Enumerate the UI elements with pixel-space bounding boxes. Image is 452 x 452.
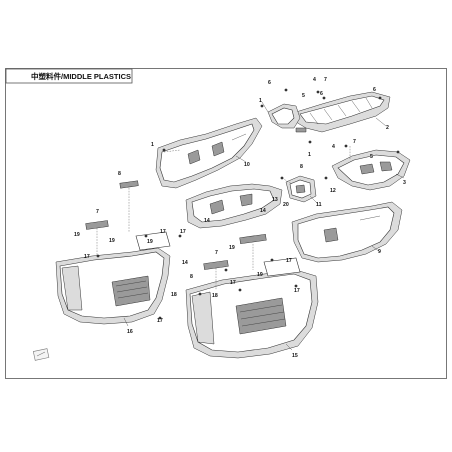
callout-4: 4 [313,77,316,83]
assembly-lines [96,146,351,290]
part-14-center-console [185,183,283,229]
callout-8: 8 [190,274,193,280]
callout-13: 13 [272,197,278,203]
callout-5: 5 [302,93,305,99]
callout-12: 12 [330,188,336,194]
callout-2: 2 [386,125,389,131]
callout-20: 20 [283,202,289,208]
callout-18: 18 [171,292,177,298]
callout-19: 19 [257,272,263,278]
callout-17: 17 [286,258,292,264]
part-9-right-side-panel [291,201,403,263]
part-15-right-footrest [185,257,319,359]
fasteners [96,88,400,320]
callout-6: 6 [320,91,323,97]
part-10-left-trim-panel [155,117,263,189]
leader-lines [123,101,405,351]
callout-8: 8 [300,164,303,170]
part-2-rear-carrier [267,91,391,133]
callout-17: 17 [230,280,236,286]
callout-8: 8 [118,171,121,177]
callout-7: 7 [324,77,327,83]
callout-14: 14 [204,218,210,224]
callout-labels: 1 1 1 2 3 4 4 5 5 6 6 6 7 7 7 7 8 8 8 9 … [74,77,406,359]
part-16-left-footrest [55,231,171,325]
callout-4: 4 [332,144,335,150]
part-3-rear-cover [331,149,411,191]
callout-5: 5 [370,154,373,160]
callout-19: 19 [147,239,153,245]
callout-1: 1 [308,152,311,158]
callout-9: 9 [378,249,381,255]
callout-17: 17 [160,229,166,235]
callout-19: 19 [74,232,80,238]
callout-17: 17 [84,254,90,260]
callout-7: 7 [96,209,99,215]
callout-19: 19 [229,245,235,251]
callout-17: 17 [157,318,163,324]
callout-11: 11 [316,202,322,208]
callout-19: 19 [109,238,115,244]
callout-15: 15 [292,353,298,359]
callout-14: 14 [260,208,266,214]
callout-17: 17 [180,229,186,235]
diagram-frame [5,68,447,379]
diagram-title: 中塑料件/MIDDLE PLASTICS [31,71,131,81]
callout-6: 6 [268,80,271,86]
callout-17: 17 [294,288,300,294]
title-box [5,68,133,84]
callout-1: 1 [259,98,262,104]
part-11-bracket [285,175,317,203]
callout-6: 6 [373,87,376,93]
callout-3: 3 [403,180,406,186]
callout-7: 7 [353,139,356,145]
callout-1: 1 [151,142,154,148]
callout-18: 18 [212,293,218,299]
callout-14: 14 [182,260,188,266]
brand-logo-icon [32,348,50,361]
part-19-pads [85,180,267,270]
callout-16: 16 [127,329,133,335]
callout-10: 10 [244,162,250,168]
callout-7: 7 [215,250,218,256]
